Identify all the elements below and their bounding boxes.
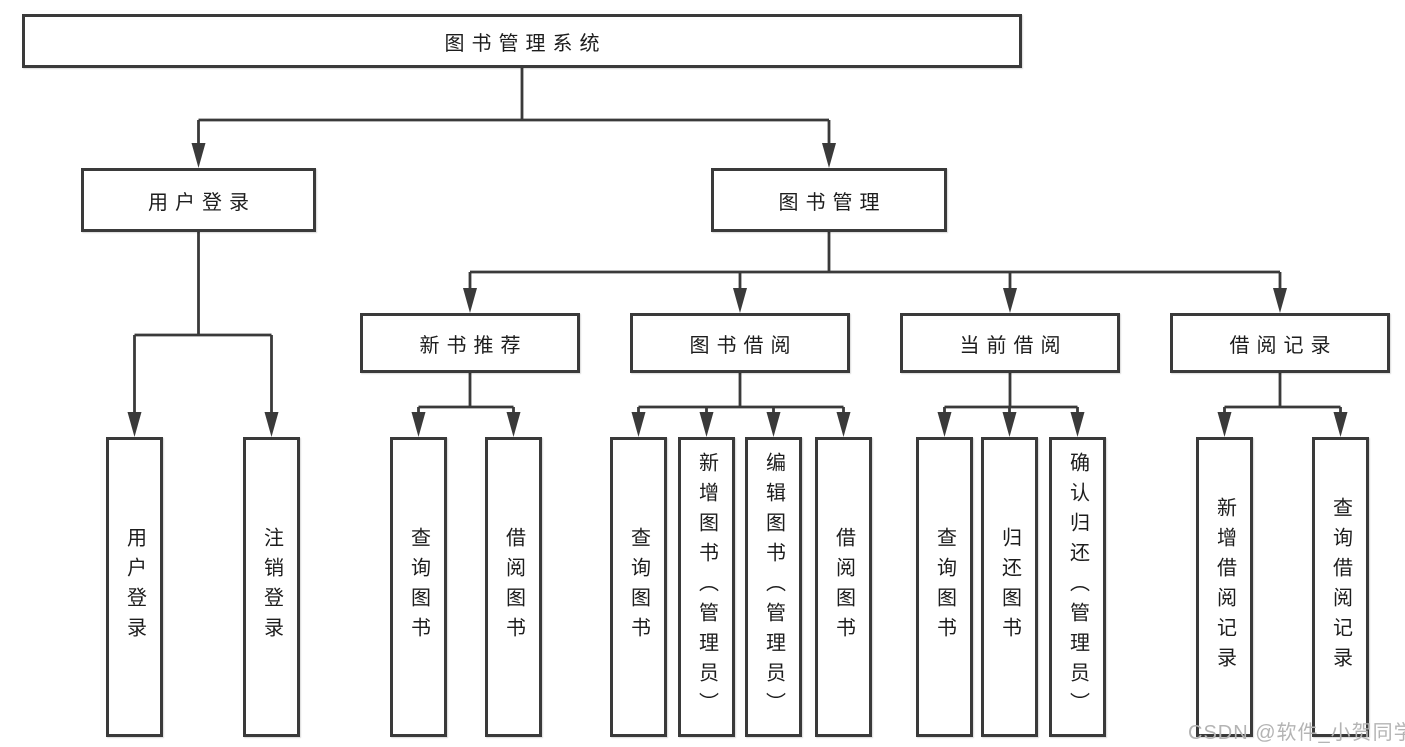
- leaf-label: 新增借阅记录: [1213, 497, 1236, 677]
- leaf-label: 新增图书（管理员）: [695, 452, 718, 722]
- leaf-recommend-query-books: 查询图书: [390, 437, 447, 737]
- arrow-down-icon: [1273, 288, 1287, 313]
- leaf-label: 确认归还（管理员）: [1066, 452, 1089, 722]
- arrow-down-icon: [127, 412, 142, 437]
- leaf-label: 查询图书: [627, 527, 650, 647]
- arrow-down-icon: [506, 412, 521, 437]
- node-borrowing-records: 借阅记录: [1170, 313, 1390, 373]
- leaf-records-add-borrow-record: 新增借阅记录: [1196, 437, 1253, 737]
- leaf-borrowing-borrow-books: 借阅图书: [815, 437, 872, 737]
- node-label: 借阅记录: [1229, 334, 1338, 357]
- leaf-current-confirm-return-admin: 确认归还（管理员）: [1049, 437, 1106, 737]
- arrow-down-icon: [463, 288, 477, 313]
- leaf-label: 查询图书: [407, 527, 430, 647]
- node-label: 图书管理系统: [444, 32, 607, 55]
- leaf-borrowing-query-books: 查询图书: [610, 437, 667, 737]
- arrow-down-icon: [937, 412, 952, 437]
- leaf-label: 归还图书: [998, 527, 1021, 647]
- node-label: 当前借阅: [959, 334, 1068, 357]
- arrow-down-icon: [822, 143, 836, 168]
- arrow-down-icon: [836, 412, 851, 437]
- arrow-down-icon: [1070, 412, 1085, 437]
- node-label: 用户登录: [148, 191, 256, 214]
- leaf-user-login: 用户登录: [106, 437, 163, 737]
- leaf-label: 查询图书: [933, 527, 956, 647]
- arrow-down-icon: [1217, 412, 1232, 437]
- node-label: 新书推荐: [419, 334, 528, 357]
- arrow-down-icon: [1333, 412, 1348, 437]
- arrow-down-icon: [699, 412, 714, 437]
- leaf-recommend-borrow-books: 借阅图书: [485, 437, 542, 737]
- leaf-label: 借阅图书: [502, 527, 525, 647]
- node-label: 图书借阅: [689, 334, 798, 357]
- node-new-book-recommend: 新书推荐: [360, 313, 580, 373]
- leaf-label: 查询借阅记录: [1329, 497, 1352, 677]
- node-user-login: 用户登录: [81, 168, 316, 232]
- node-library-management-system: 图书管理系统: [22, 14, 1022, 68]
- node-book-borrowing: 图书借阅: [630, 313, 850, 373]
- arrow-down-icon: [766, 412, 781, 437]
- arrow-down-icon: [264, 412, 279, 437]
- node-current-borrowing: 当前借阅: [900, 313, 1120, 373]
- node-book-management: 图书管理: [711, 168, 947, 232]
- leaf-current-query-books: 查询图书: [916, 437, 973, 737]
- leaf-borrowing-edit-books-admin: 编辑图书（管理员）: [745, 437, 802, 737]
- arrow-down-icon: [733, 288, 747, 313]
- leaf-label: 编辑图书（管理员）: [762, 452, 785, 722]
- leaf-label: 注销登录: [260, 527, 283, 647]
- leaf-label: 用户登录: [123, 527, 146, 647]
- leaf-borrowing-add-books-admin: 新增图书（管理员）: [678, 437, 735, 737]
- csdn-watermark: CSDN @软件_小贺同学: [1188, 722, 1405, 744]
- arrow-down-icon: [1002, 412, 1017, 437]
- arrow-down-icon: [1003, 288, 1017, 313]
- leaf-records-query-borrow-record: 查询借阅记录: [1312, 437, 1369, 737]
- node-label: 图书管理: [778, 191, 887, 214]
- leaf-logout: 注销登录: [243, 437, 300, 737]
- leaf-label: 借阅图书: [832, 527, 855, 647]
- arrow-down-icon: [411, 412, 426, 437]
- arrow-down-icon: [191, 143, 206, 168]
- arrow-down-icon: [631, 412, 646, 437]
- leaf-current-return-books: 归还图书: [981, 437, 1038, 737]
